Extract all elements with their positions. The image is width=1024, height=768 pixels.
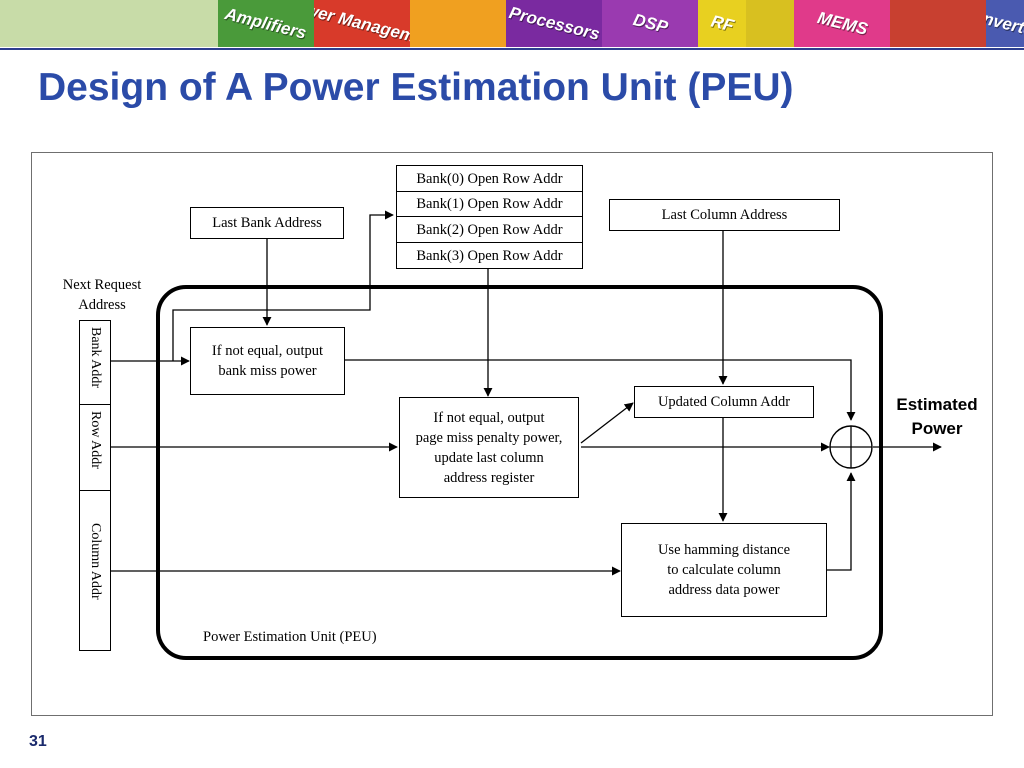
banner-tile: [746, 0, 794, 47]
banner-tile: [890, 0, 986, 47]
banner-tile: [0, 0, 218, 47]
page-miss-box: If not equal, output page miss penalty p…: [399, 397, 579, 498]
header-rule: [0, 48, 1024, 50]
updated-column-box: Updated Column Addr: [634, 386, 814, 418]
banner-tile: MEMS: [794, 0, 890, 47]
slide-title: Design of A Power Estimation Unit (PEU): [38, 66, 794, 109]
next-request-label: Next Request Address: [62, 277, 142, 313]
banner-tile: RF: [698, 0, 746, 47]
peu-boundary: [156, 285, 883, 660]
wire-bank-miss-to-adder: [344, 359, 856, 421]
bank-miss-box: If not equal, output bank miss power: [190, 327, 345, 395]
peu-label: Power Estimation Unit (PEU): [203, 629, 377, 645]
last-column-address-box: Last Column Address: [609, 199, 840, 231]
estimated-power-label: Estimated Power: [896, 395, 978, 438]
banner-tile: Amplifiers: [218, 0, 314, 47]
bank-3-row: Bank(3) Open Row Addr: [396, 242, 583, 269]
hamming-box: Use hamming distance to calculate column…: [621, 523, 827, 617]
bank-0-row: Bank(0) Open Row Addr: [396, 165, 583, 192]
wire-bank-addr-to-bank-table: [172, 210, 394, 361]
bank-2-row: Bank(2) Open Row Addr: [396, 216, 583, 243]
diagram-frame: [31, 152, 993, 716]
banner-tile: [410, 0, 506, 47]
column-addr-field: Column Addr: [79, 490, 111, 651]
page-number: 31: [29, 733, 47, 750]
wire-hamming-to-adder: [827, 472, 856, 571]
banner-tile: DSP: [602, 0, 698, 47]
banner-tile: Processors: [506, 0, 602, 47]
bank-addr-field: Bank Addr: [79, 320, 111, 405]
row-addr-field: Row Addr: [79, 404, 111, 491]
last-bank-address-box: Last Bank Address: [190, 207, 344, 239]
banner-tile: Converters: [986, 0, 1024, 47]
bank-1-row: Bank(1) Open Row Addr: [396, 191, 583, 217]
banner-tile: Power Management: [314, 0, 410, 47]
wire-page-miss-to-updated-column: [580, 402, 634, 444]
